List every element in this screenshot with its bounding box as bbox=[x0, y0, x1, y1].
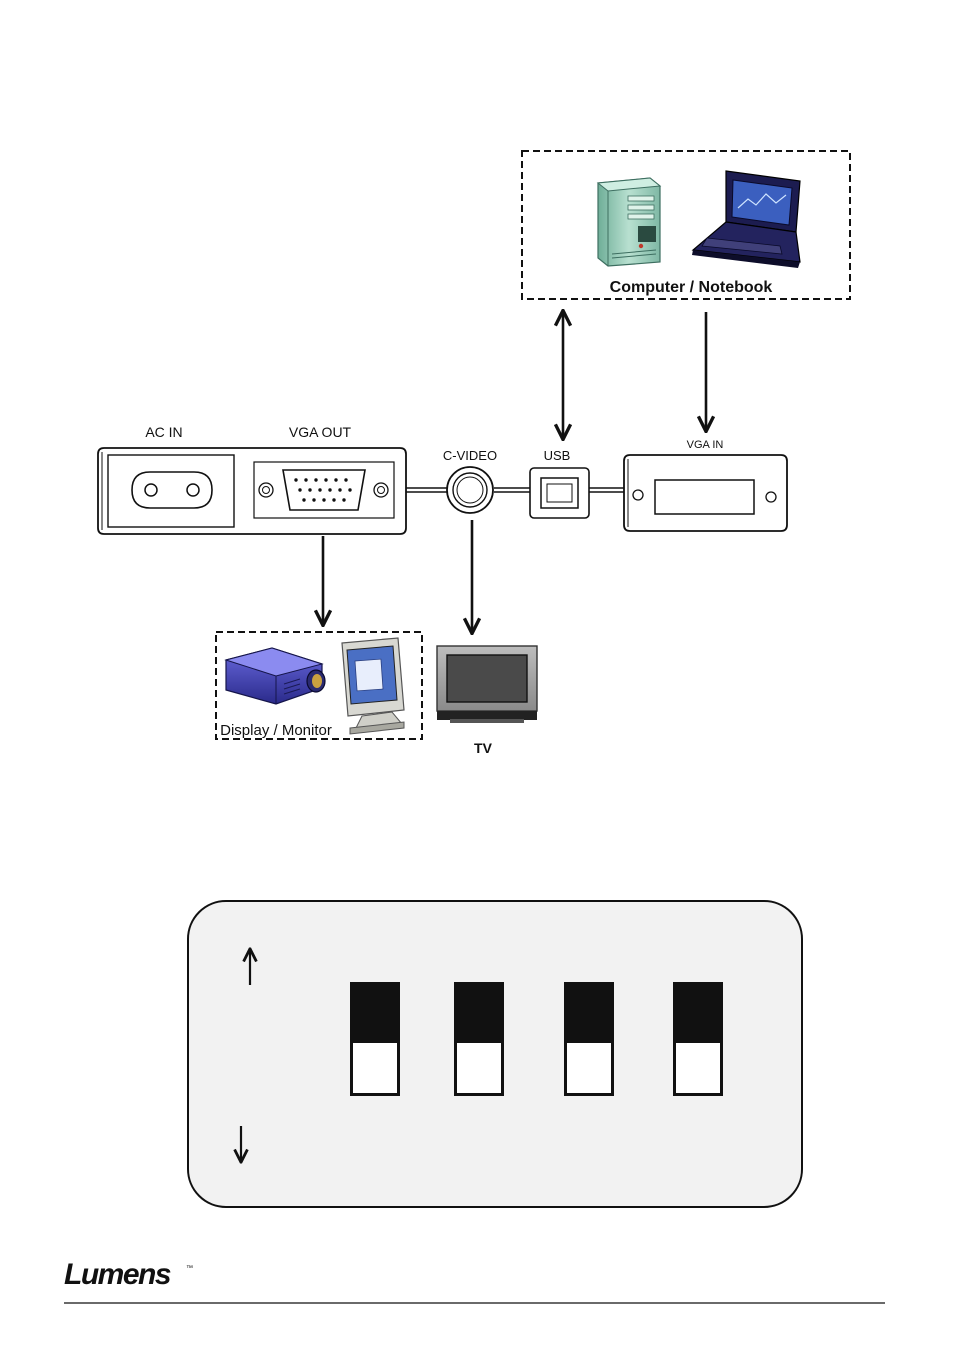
tv-icon bbox=[436, 645, 538, 723]
footer: Lumens ™ bbox=[64, 1258, 885, 1304]
dip-switch-panel bbox=[187, 900, 803, 1208]
vga-in-label: VGA IN bbox=[687, 439, 724, 451]
vga-out-port bbox=[253, 461, 395, 519]
notebook-icon bbox=[691, 170, 801, 268]
ac-in-socket bbox=[107, 454, 235, 528]
display-monitor-box: Display / Monitor bbox=[215, 631, 423, 740]
usb-port bbox=[529, 467, 590, 519]
c-video-port bbox=[446, 466, 494, 514]
dip-switch-knob[interactable] bbox=[673, 982, 723, 1040]
dip-switch-2[interactable] bbox=[454, 982, 504, 1096]
rear-panel: AC IN VGA OUT C-VIDEO USB VGA IN bbox=[97, 424, 788, 535]
vga-out-label: VGA OUT bbox=[289, 424, 352, 440]
vga-in-port bbox=[623, 454, 788, 532]
display-monitor-label: Display / Monitor bbox=[220, 722, 332, 739]
dip-switch-knob[interactable] bbox=[564, 982, 614, 1040]
tv-label: TV bbox=[474, 740, 493, 756]
dip-switch-knob[interactable] bbox=[350, 982, 400, 1040]
ac-in-label: AC IN bbox=[145, 424, 182, 440]
dip-switch-slot bbox=[350, 1040, 400, 1096]
c-video-label: C-VIDEO bbox=[443, 448, 497, 463]
dip-switch-slot bbox=[673, 1040, 723, 1096]
dip-switch-slot bbox=[564, 1040, 614, 1096]
dip-switch-4[interactable] bbox=[673, 982, 723, 1096]
computer-notebook-label: Computer / Notebook bbox=[610, 279, 773, 296]
pc-tower-icon bbox=[596, 177, 662, 267]
dip-switch-knob[interactable] bbox=[454, 982, 504, 1040]
trademark-mark: ™ bbox=[186, 1265, 193, 1272]
lumens-logo: Lumens bbox=[64, 1258, 171, 1291]
dip-switch-1[interactable] bbox=[350, 982, 400, 1096]
computer-notebook-box: Computer / Notebook bbox=[521, 150, 851, 300]
monitor-icon bbox=[341, 637, 405, 735]
dip-switch-group bbox=[350, 982, 723, 1096]
dip-switch-slot bbox=[454, 1040, 504, 1096]
usb-label: USB bbox=[544, 448, 571, 463]
dip-switch-3[interactable] bbox=[564, 982, 614, 1096]
projector-icon bbox=[224, 647, 326, 705]
